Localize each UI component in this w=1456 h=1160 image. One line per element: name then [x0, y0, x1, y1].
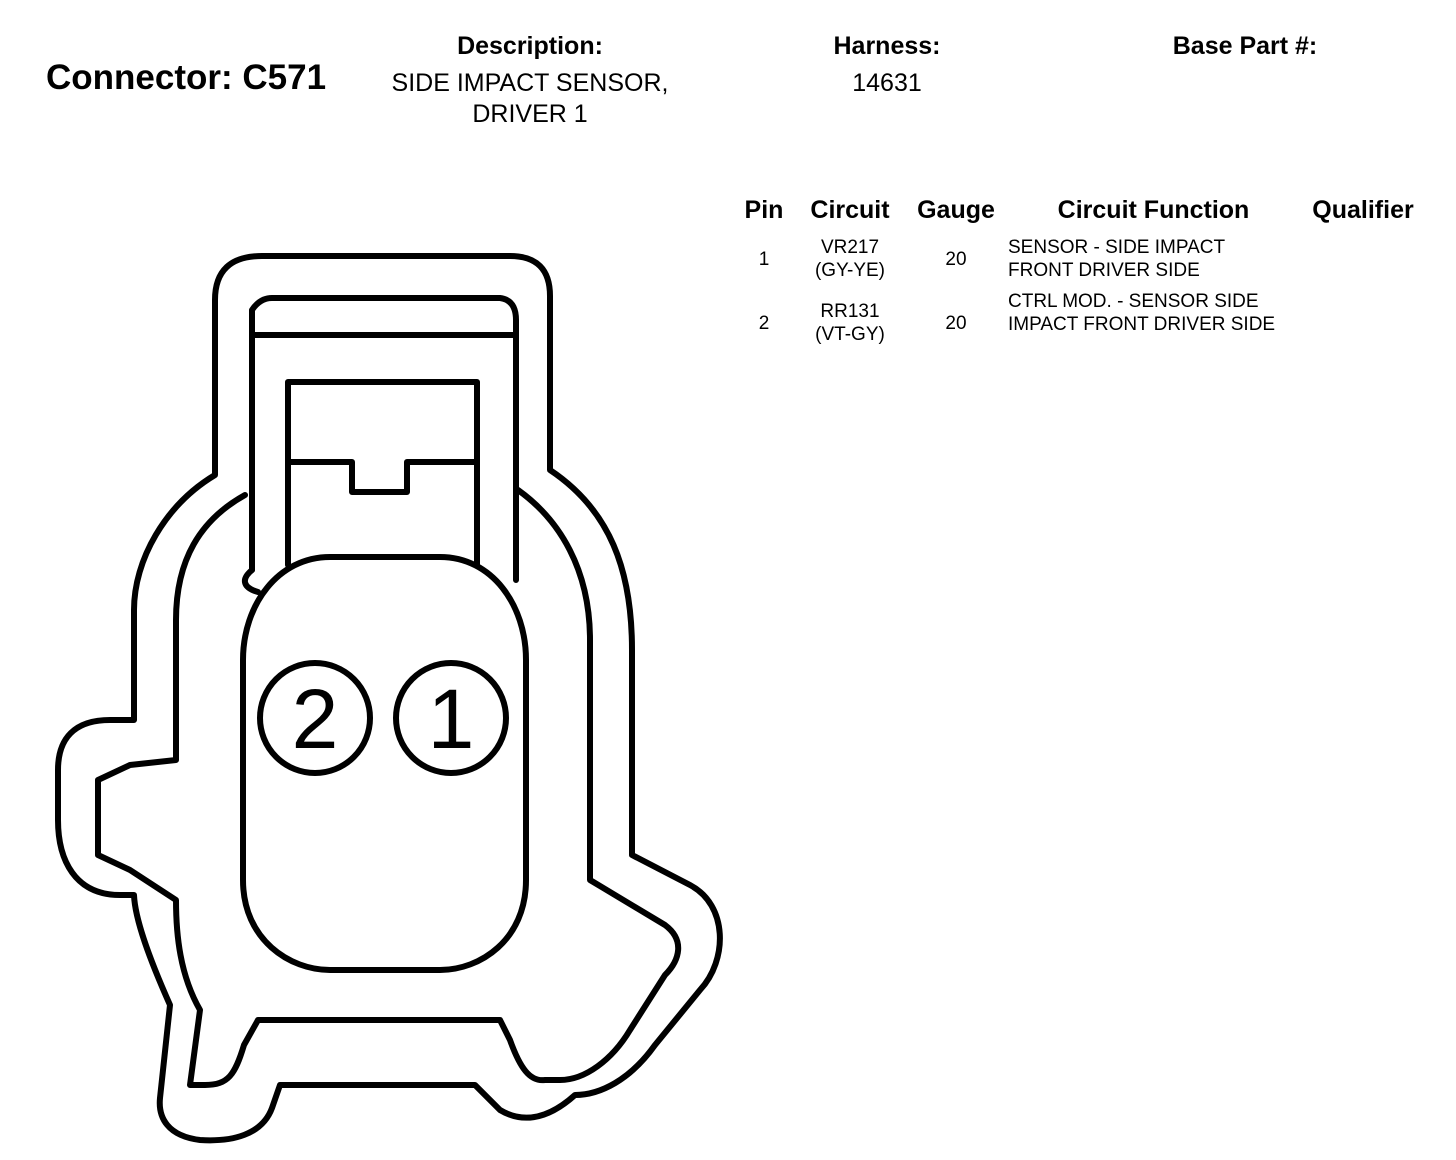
pin-2-label: 2	[292, 672, 339, 766]
pin-1-circle	[393, 660, 509, 776]
circuit-cell: VR217 (GY-YE)	[803, 236, 897, 282]
connector-outer-outline	[55, 253, 723, 1144]
column-header-qualifier: Qualifier	[1312, 196, 1414, 224]
latch-hook	[241, 567, 261, 595]
pin-number: 2	[758, 313, 770, 334]
connector-face-diagram: 2 1	[55, 253, 723, 1144]
column-header-circuit: Circuit	[810, 196, 890, 224]
pin-number: 1	[758, 249, 770, 270]
circuit-cell: RR131 (VT-GY)	[803, 300, 897, 346]
table-row: 1 VR217 (GY-YE) 20 SENSOR - SIDE IMPACT …	[735, 236, 1435, 282]
column-header-circuit-function: Circuit Function	[1057, 196, 1250, 224]
circuit-id: VR217	[820, 237, 880, 258]
circuit-function: CTRL MOD. - SENSOR SIDE IMPACT FRONT DRI…	[1008, 291, 1276, 335]
connector-title: Connector: C571	[46, 58, 327, 97]
latch-housing	[249, 295, 519, 583]
pin-2-circle	[257, 660, 373, 776]
circuit-id: RR131	[820, 301, 880, 322]
column-header-pin: Pin	[744, 196, 784, 224]
gauge-value: 20	[945, 249, 967, 270]
harness-label: Harness:	[833, 32, 941, 60]
locking-tab-notch	[285, 459, 480, 495]
terminal-cavity	[240, 554, 529, 973]
harness-value: 14631	[852, 69, 922, 97]
gauge-value: 20	[945, 313, 967, 334]
description-value-line1: SIDE IMPACT SENSOR,	[391, 69, 669, 97]
table-row: 2 RR131 (VT-GY) 20 CTRL MOD. - SENSOR SI…	[735, 290, 1435, 360]
locking-tab	[285, 379, 480, 568]
wire-color: (VT-GY)	[815, 324, 885, 345]
base-part-label: Base Part #:	[1172, 32, 1318, 60]
connector-inner-outline	[95, 487, 682, 1088]
description-value-line2: DRIVER 1	[472, 100, 588, 128]
circuit-function: SENSOR - SIDE IMPACT FRONT DRIVER SIDE	[1008, 237, 1225, 281]
description-label: Description:	[457, 32, 603, 60]
description-value: SIDE IMPACT SENSOR, DRIVER 1	[360, 68, 700, 130]
column-header-gauge: Gauge	[917, 196, 995, 224]
wire-color: (GY-YE)	[814, 260, 886, 281]
pin-1-label: 1	[428, 672, 475, 766]
